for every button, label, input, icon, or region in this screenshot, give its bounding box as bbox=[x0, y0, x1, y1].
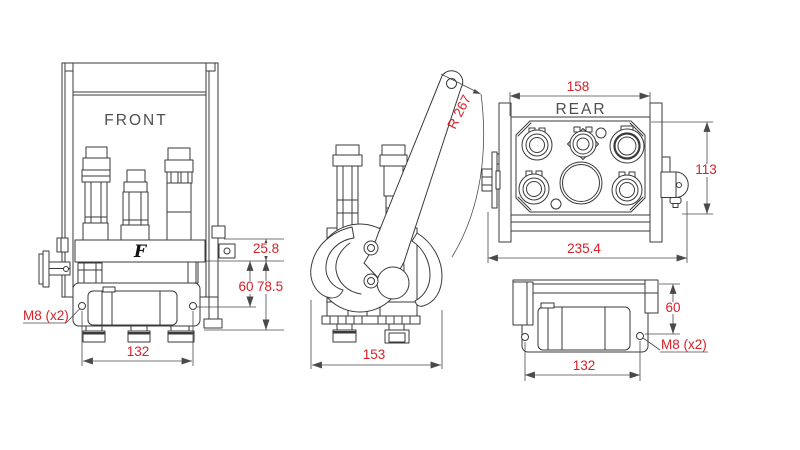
front-bottom-plugs bbox=[82, 325, 195, 343]
front-m8-hole-right bbox=[189, 302, 197, 310]
cam-spiral-line bbox=[335, 242, 362, 295]
bottom-thread-note: M8 (x2) bbox=[661, 337, 707, 352]
rear-center-bore bbox=[559, 161, 603, 205]
front-thread-note: M8 (x2) bbox=[23, 308, 69, 323]
side-view: 153 R 267 bbox=[310, 70, 485, 369]
rear-dim-width: 158 bbox=[567, 79, 590, 94]
bottom-dim-hole-offset: 60 bbox=[665, 300, 680, 315]
side-dim-width: 153 bbox=[363, 347, 386, 362]
front-logo-bar: F bbox=[74, 225, 236, 263]
bottom-dimensions: 60 132 M8 (x2) bbox=[524, 283, 708, 381]
rear-view: REAR 158 113 235.4 bbox=[481, 79, 720, 263]
rear-ports bbox=[518, 125, 645, 210]
brand-logo: F bbox=[133, 242, 148, 262]
side-fitting-left bbox=[332, 144, 363, 231]
front-fitting-left bbox=[81, 146, 111, 241]
rear-dimensions: 158 113 235.4 bbox=[487, 79, 720, 263]
bottom-mount-bar bbox=[512, 279, 659, 326]
bottom-m8-hole-right bbox=[636, 332, 644, 340]
front-dim-hole-spacing: 132 bbox=[127, 344, 150, 359]
front-dim-bar-thickness: 25.8 bbox=[253, 241, 279, 256]
bottom-view: 60 132 M8 (x2) bbox=[512, 279, 708, 381]
front-valve-body bbox=[72, 282, 201, 327]
lever-left-hook bbox=[310, 226, 355, 299]
lever-grip-hole bbox=[446, 78, 457, 89]
rear-left-bolt bbox=[481, 151, 501, 209]
front-dim-total-height: 78.5 bbox=[257, 279, 283, 294]
side-lever-assembly bbox=[310, 70, 464, 313]
lever-right-hook bbox=[411, 232, 443, 307]
rear-dim-height: 113 bbox=[695, 162, 717, 177]
rear-lever-mount bbox=[660, 171, 689, 208]
rear-dim-total-width: 235.4 bbox=[567, 241, 601, 256]
bottom-m8-hole-left bbox=[521, 333, 529, 341]
front-view-label: FRONT bbox=[104, 112, 167, 129]
front-m8-hole-left bbox=[78, 302, 86, 310]
rear-view-label: REAR bbox=[555, 101, 606, 118]
front-fitting-right bbox=[164, 147, 194, 241]
cam-roller bbox=[376, 266, 410, 300]
side-bottom-plugs bbox=[332, 323, 410, 344]
bottom-body bbox=[521, 291, 649, 353]
front-mid-section bbox=[77, 261, 199, 284]
front-pivot-shaft bbox=[38, 237, 71, 288]
bottom-dim-hole-spacing: 132 bbox=[573, 358, 596, 373]
front-dimensions: 132 25.8 60 78.5 M8 (x2) bbox=[23, 238, 286, 366]
front-fitting-middle bbox=[120, 169, 150, 241]
front-dim-hole-offset: 60 bbox=[238, 279, 253, 294]
front-view: F bbox=[23, 62, 286, 366]
